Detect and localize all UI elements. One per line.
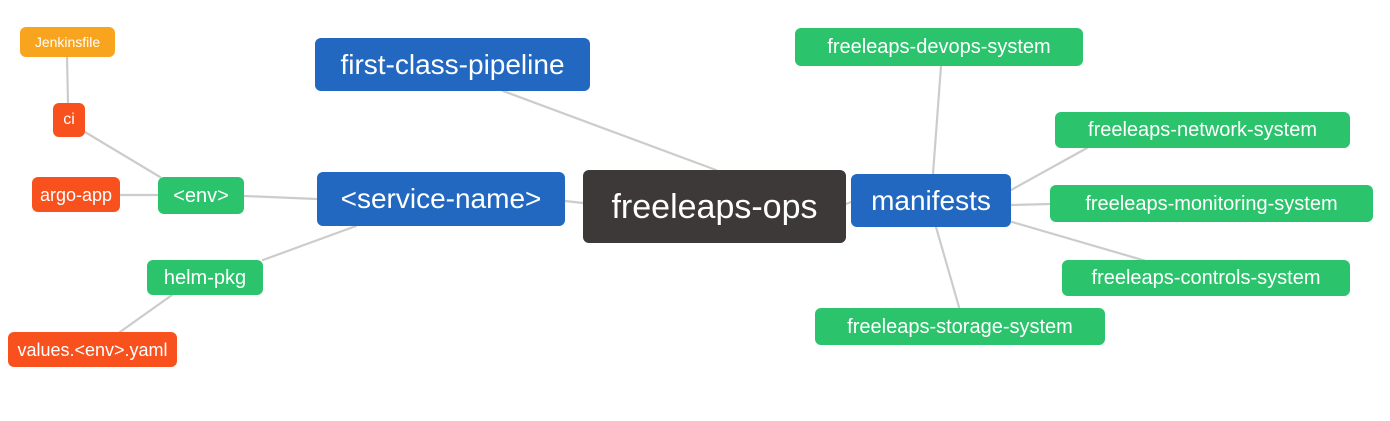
edge-jenkinsfile-to-ci — [65, 55, 70, 105]
node-env[interactable]: <env> — [158, 177, 244, 214]
edge-manifests-to-monitoring-system — [1009, 202, 1052, 207]
edge-ci-to-env — [83, 130, 162, 179]
edge-service-name-to-freeleaps-ops — [563, 199, 585, 205]
node-first-class-pipeline[interactable]: first-class-pipeline — [315, 38, 590, 91]
edge-helm-pkg-to-values-env-yaml — [118, 293, 174, 334]
edge-first-class-pipeline-to-freeleaps-ops — [501, 89, 718, 172]
edge-manifests-to-devops-system — [931, 64, 943, 176]
edge-manifests-to-network-system — [1009, 146, 1089, 192]
node-jenkinsfile[interactable]: Jenkinsfile — [20, 27, 115, 57]
node-values-env-yaml[interactable]: values.<env>.yaml — [8, 332, 177, 367]
node-freeleaps-ops[interactable]: freeleaps-ops — [583, 170, 846, 243]
node-manifests[interactable]: manifests — [851, 174, 1011, 227]
edge-service-name-to-helm-pkg — [261, 224, 358, 262]
node-monitoring-system[interactable]: freeleaps-monitoring-system — [1050, 185, 1373, 222]
node-service-name[interactable]: <service-name> — [317, 172, 565, 226]
node-network-system[interactable]: freeleaps-network-system — [1055, 112, 1350, 148]
node-helm-pkg[interactable]: helm-pkg — [147, 260, 263, 295]
edge-manifests-to-storage-system — [934, 225, 961, 309]
node-devops-system[interactable]: freeleaps-devops-system — [795, 28, 1083, 66]
node-ci[interactable]: ci — [53, 103, 85, 137]
node-argo-app[interactable]: argo-app — [32, 177, 120, 212]
edge-env-to-service-name — [242, 194, 319, 201]
node-storage-system[interactable]: freeleaps-storage-system — [815, 308, 1105, 345]
node-controls-system[interactable]: freeleaps-controls-system — [1062, 260, 1350, 296]
edge-manifests-to-controls-system — [1010, 220, 1148, 263]
